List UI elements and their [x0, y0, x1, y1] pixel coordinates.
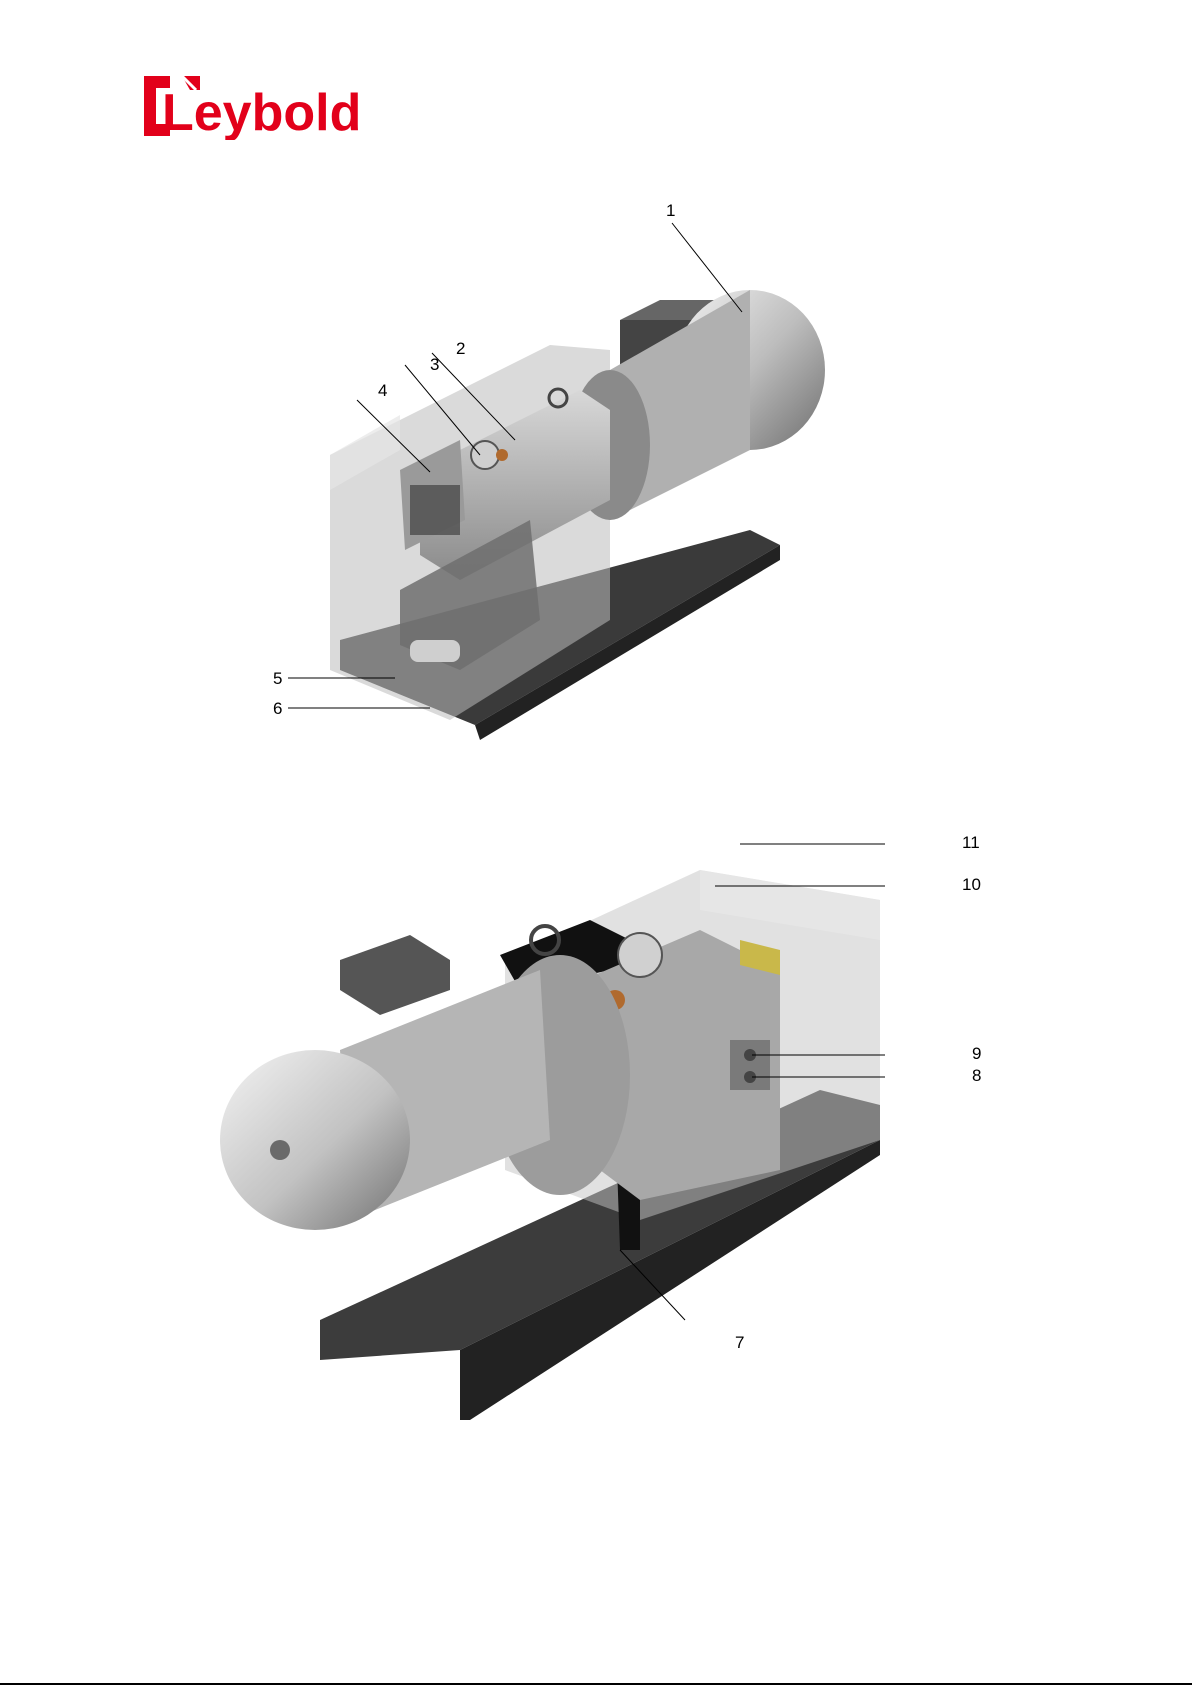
callout-4: 4: [378, 382, 387, 399]
callout-10: 10: [962, 876, 981, 893]
callout-9: 9: [972, 1045, 981, 1062]
leybold-logo: Leybold: [142, 72, 382, 140]
callout-8: 8: [972, 1067, 981, 1084]
callout-6: 6: [273, 700, 282, 717]
callout-5: 5: [273, 670, 282, 687]
leybold-logo-mark: Leybold: [142, 72, 382, 140]
pump-figure-bottom: 11 10 9 8 7: [220, 840, 1000, 1440]
callout-1: 1: [666, 202, 675, 219]
callout-3: 3: [430, 356, 439, 373]
callout-2: 2: [456, 340, 465, 357]
callout-7: 7: [735, 1334, 744, 1351]
svg-text:Leybold: Leybold: [162, 84, 361, 140]
callout-11: 11: [962, 834, 980, 851]
pump-figure-top: 1 2 3 4 5 6: [280, 200, 980, 790]
